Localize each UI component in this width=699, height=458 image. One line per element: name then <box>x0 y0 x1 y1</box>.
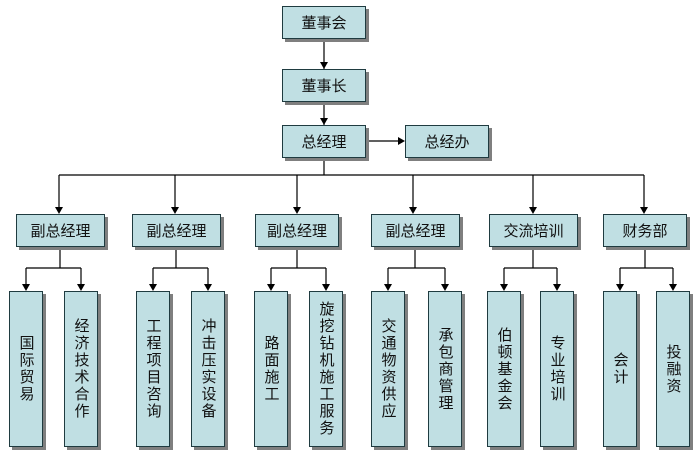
unit-box-3-1: 路面施工 <box>254 291 288 447</box>
arrowhead-18 <box>500 284 508 291</box>
arrowhead-11 <box>77 284 85 291</box>
department-box-1: 副总经理 <box>16 214 105 247</box>
unit-label-1-1: 国际贸易 <box>17 335 36 403</box>
unit-box-4-1: 交通物资供应 <box>371 291 405 447</box>
unit-label-4-2: 承包商管理 <box>436 326 455 412</box>
department-box-4: 副总经理 <box>371 214 460 247</box>
unit-box-5-2: 专业培训 <box>540 291 574 447</box>
unit-label-6-2: 投融资 <box>664 343 683 395</box>
arrowhead-21 <box>669 284 677 291</box>
unit-box-6-1: 会计 <box>603 291 637 447</box>
unit-box-5-1: 伯顿基金会 <box>487 291 521 447</box>
unit-box-4-2: 承包商管理 <box>428 291 462 447</box>
arrowhead-12 <box>149 284 157 291</box>
unit-label-2-2: 冲击压实设备 <box>199 318 218 420</box>
department-box-6: 财务部 <box>603 214 687 247</box>
unit-label-6-1: 会计 <box>611 352 630 386</box>
unit-label-4-1: 交通物资供应 <box>379 318 398 420</box>
unit-label-1-2: 经济技术合作 <box>72 318 91 420</box>
unit-box-1-1: 国际贸易 <box>9 291 43 447</box>
department-box-3: 副总经理 <box>255 214 339 247</box>
arrowhead-20 <box>616 284 624 291</box>
department-box-5: 交流培训 <box>489 214 578 247</box>
arrowhead-16 <box>384 284 392 291</box>
general-manager-label: 总经理 <box>301 133 347 151</box>
arrowhead-15 <box>322 284 330 291</box>
unit-box-1-2: 经济技术合作 <box>64 291 98 447</box>
unit-box-2-1: 工程项目咨询 <box>136 291 170 447</box>
unit-box-2-2: 冲击压实设备 <box>191 291 225 447</box>
unit-label-3-1: 路面施工 <box>262 335 281 403</box>
arrowhead-3 <box>398 137 405 145</box>
arrowhead-4 <box>55 207 63 214</box>
department-label-2: 副总经理 <box>146 222 207 240</box>
unit-label-2-1: 工程项目咨询 <box>144 318 163 420</box>
general-manager-box: 总经理 <box>282 125 366 158</box>
arrowhead-13 <box>204 284 212 291</box>
arrowhead-2 <box>320 118 328 125</box>
arrowhead-19 <box>553 284 561 291</box>
arrowhead-7 <box>409 207 417 214</box>
gm-office-box: 总经办 <box>405 125 489 158</box>
arrowhead-14 <box>267 284 275 291</box>
department-label-5: 交流培训 <box>503 222 564 240</box>
department-label-1: 副总经理 <box>30 222 91 240</box>
department-label-6: 财务部 <box>622 222 668 240</box>
arrowhead-6 <box>293 207 301 214</box>
chairman-box: 董事长 <box>282 69 366 102</box>
unit-label-3-2: 旋挖钻机施工服务 <box>317 301 336 437</box>
unit-box-6-2: 投融资 <box>656 291 690 447</box>
board-of-directors-box: 董事会 <box>282 6 366 39</box>
department-box-2: 副总经理 <box>132 214 221 247</box>
unit-box-3-2: 旋挖钻机施工服务 <box>309 291 343 447</box>
gm-office-label: 总经办 <box>424 133 470 151</box>
unit-label-5-2: 专业培训 <box>548 335 567 403</box>
unit-label-5-1: 伯顿基金会 <box>495 326 514 412</box>
department-label-4: 副总经理 <box>385 222 446 240</box>
arrowhead-5 <box>171 207 179 214</box>
arrowhead-10 <box>22 284 30 291</box>
arrowhead-17 <box>441 284 449 291</box>
department-label-3: 副总经理 <box>266 222 327 240</box>
arrowhead-9 <box>640 207 648 214</box>
chairman-label: 董事长 <box>301 77 347 95</box>
arrowhead-8 <box>529 207 537 214</box>
arrowhead-1 <box>320 62 328 69</box>
board-of-directors-label: 董事会 <box>301 14 347 32</box>
